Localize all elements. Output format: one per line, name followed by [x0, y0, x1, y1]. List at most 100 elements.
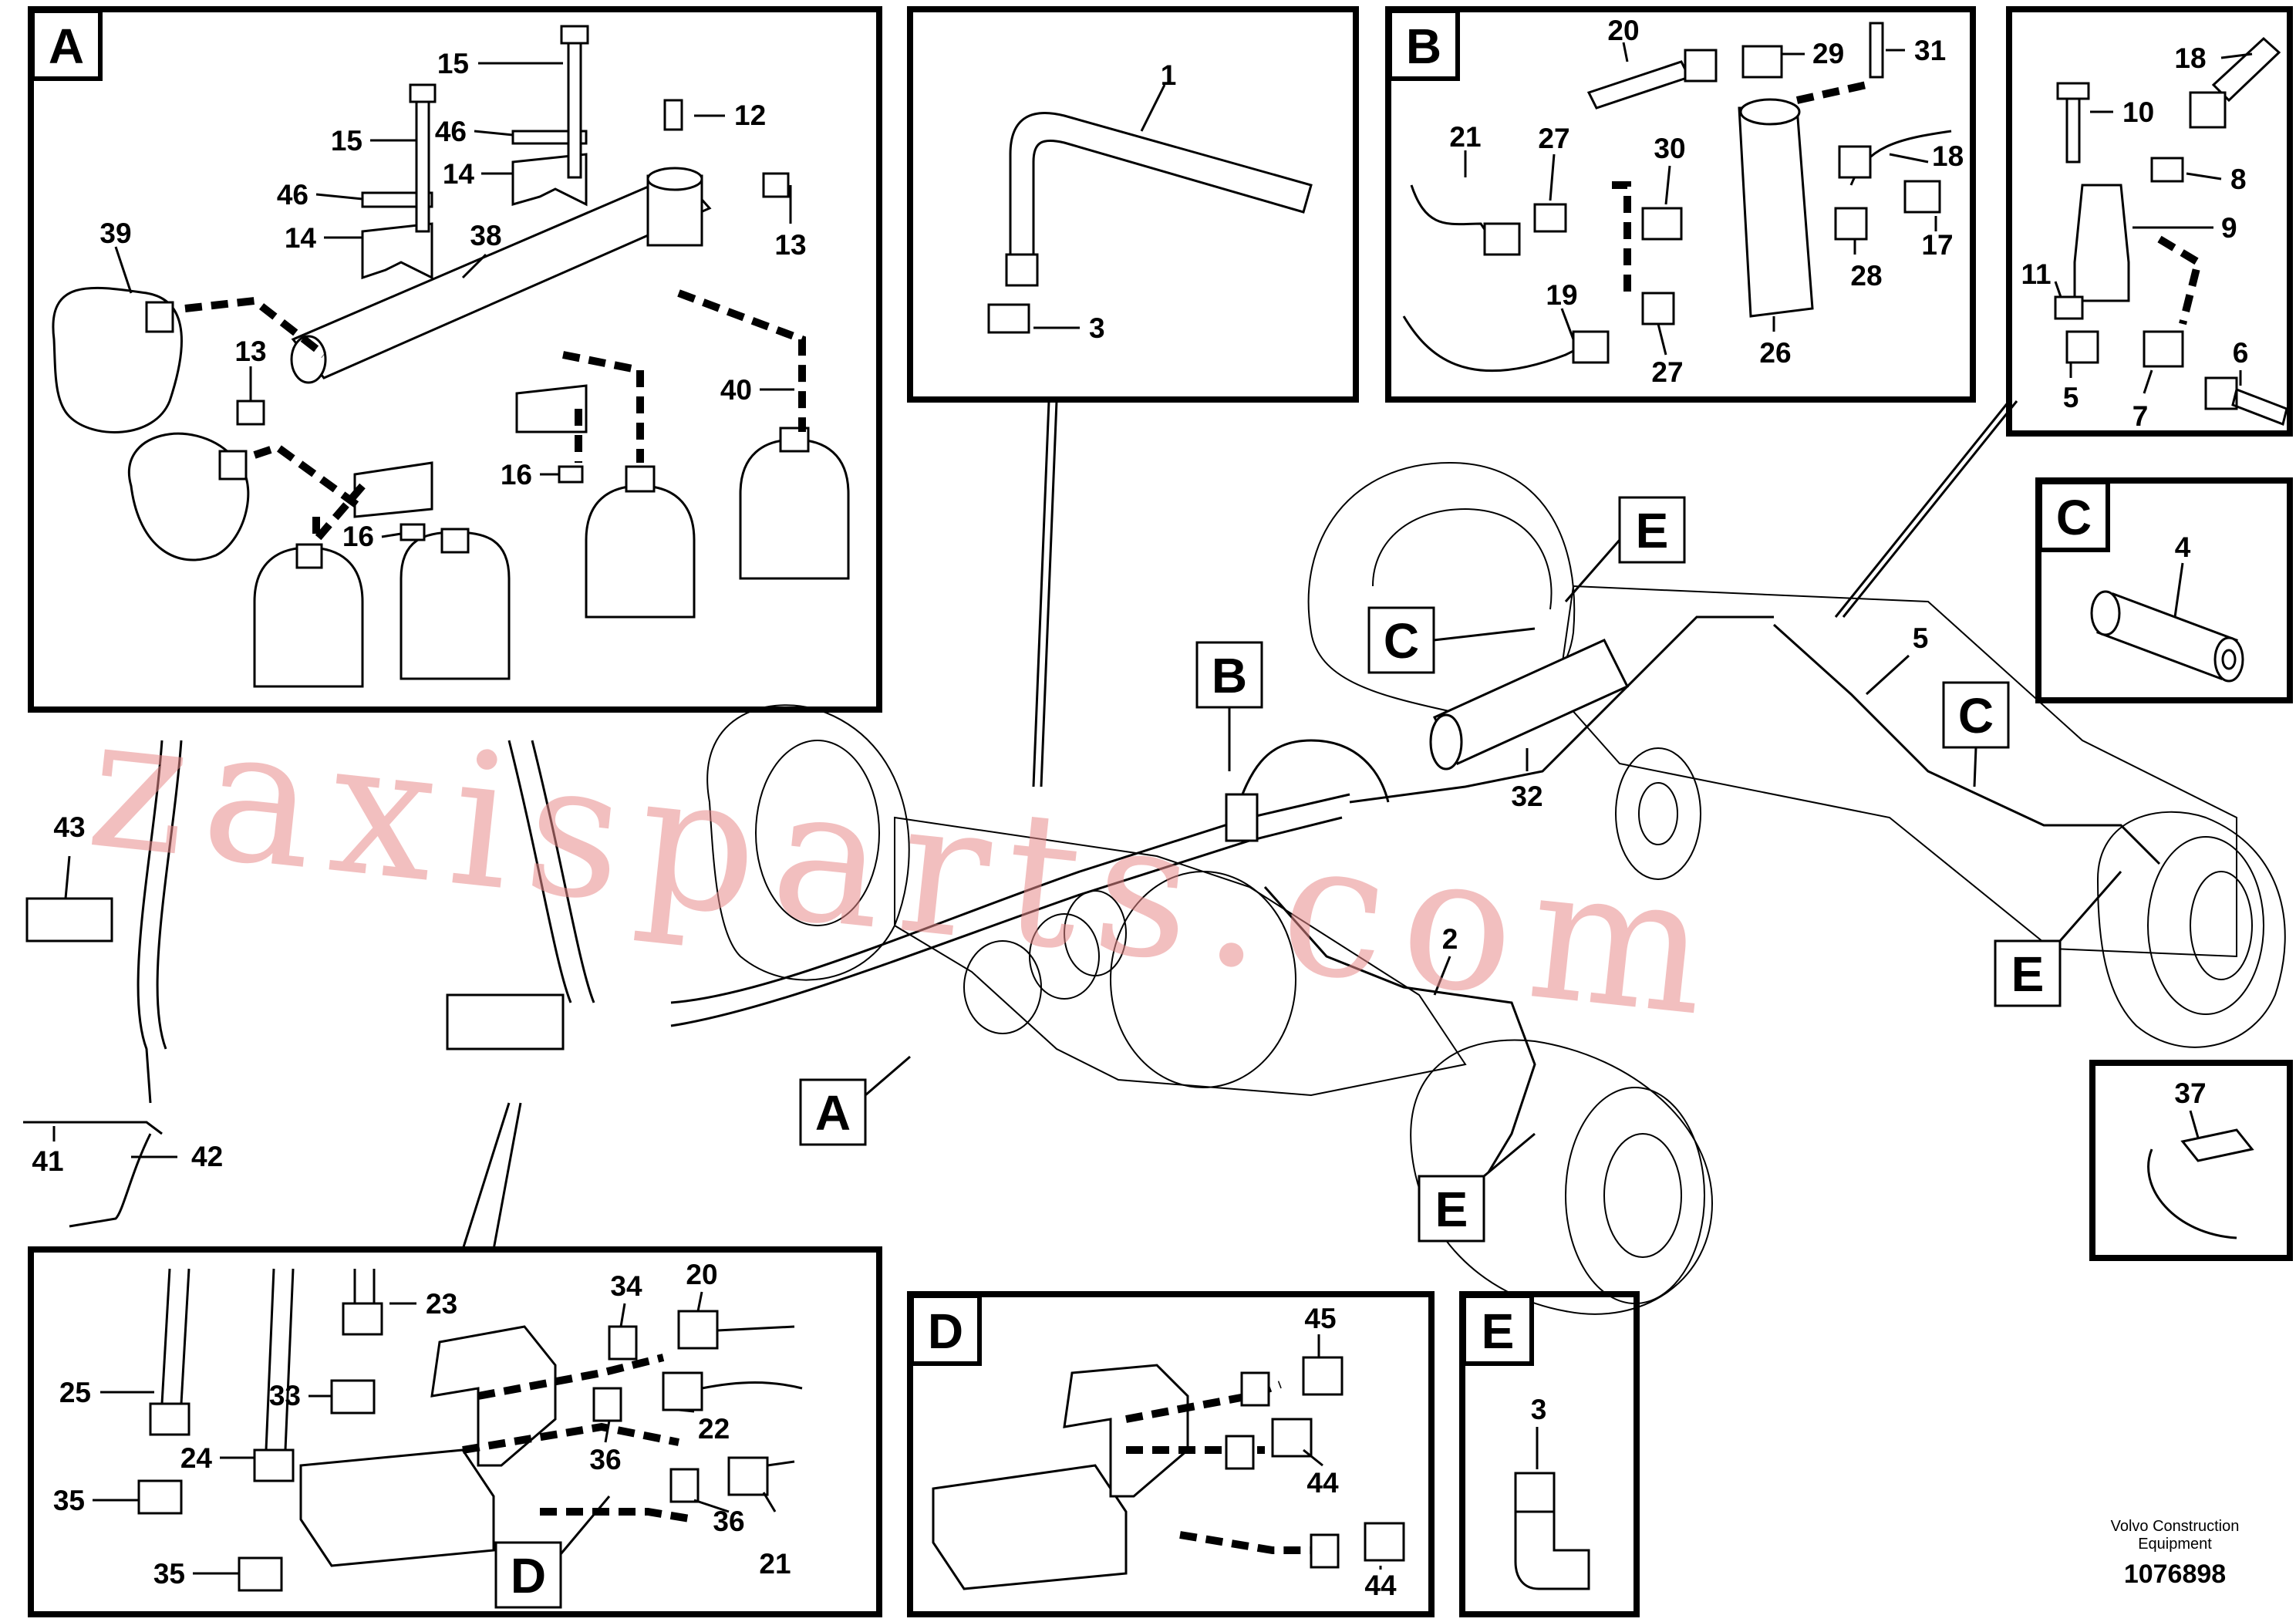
accumulator-6 [739, 438, 850, 580]
part-number-7: 7 [2132, 400, 2149, 432]
part-number-46: 46 [277, 179, 308, 211]
part-number-20: 20 [686, 1259, 717, 1290]
part-number-30: 30 [1654, 133, 1685, 164]
part-number-41: 41 [32, 1145, 63, 1177]
callout-d: D [511, 1548, 546, 1603]
part-number-18: 18 [1932, 140, 1964, 172]
callout-c: C [1958, 688, 1994, 744]
bracket-d [1063, 1364, 1189, 1498]
part-number-1: 1 [1161, 59, 1177, 91]
plug-44b [1364, 1522, 1405, 1562]
section-label-a: A [49, 19, 84, 74]
callout-b: B [1212, 648, 1247, 703]
hose-42 [69, 1133, 152, 1228]
part-number-31: 31 [1914, 35, 1946, 66]
adapter-21 [727, 1456, 769, 1496]
hose-18b [2211, 36, 2281, 103]
valve-block-d [932, 1464, 1128, 1590]
valve-b [1225, 793, 1259, 842]
tee-28 [1834, 207, 1868, 241]
part-number-35: 35 [53, 1485, 85, 1516]
part-number-40: 40 [720, 374, 752, 406]
nut-16b [400, 523, 426, 541]
part-number-3: 3 [1089, 312, 1105, 344]
detail-panel-d: D 45 44 44 [907, 1291, 1435, 1617]
part-number-38: 38 [470, 220, 501, 251]
nut-5 [2065, 330, 2099, 364]
axle-flange [1615, 747, 1701, 880]
fitting-17 [1903, 180, 1941, 214]
part-number-10: 10 [2122, 96, 2154, 128]
part-number-21: 21 [1449, 121, 1481, 153]
part-number-37: 37 [2174, 1077, 2206, 1109]
part-number-20: 20 [1607, 15, 1639, 46]
part-number-34: 34 [610, 1270, 642, 1302]
bolt-10 [2065, 91, 2081, 164]
washer-b [1225, 1435, 1255, 1470]
part-number-15: 15 [437, 48, 469, 79]
part-number-28: 28 [1850, 260, 1882, 292]
part-number-26: 26 [1759, 337, 1791, 369]
part-number-42: 42 [191, 1141, 223, 1172]
part-number-17: 17 [1921, 229, 1953, 261]
part-number-6: 6 [2233, 337, 2249, 369]
wheel-hub-rear-left [1307, 461, 1576, 715]
clip-37 [2147, 1148, 2237, 1239]
hose-25 [160, 1268, 171, 1404]
adapter-20 [677, 1310, 719, 1350]
nut-16 [558, 465, 584, 484]
part-number-4: 4 [2175, 531, 2191, 563]
wheel-hub-rear-right [2096, 811, 2286, 1048]
part-number-15: 15 [331, 125, 362, 157]
part-number-14: 14 [443, 158, 475, 190]
section-label-c: C [2056, 490, 2092, 545]
detail-panel-top-right: 18 10 8 9 11 5 7 6 [2006, 6, 2293, 437]
callout-c: C [1384, 613, 1419, 669]
part-number-39: 39 [99, 218, 131, 249]
part-number-25: 25 [59, 1377, 91, 1408]
part-number-22: 22 [698, 1413, 730, 1445]
elbow-35 [137, 1479, 183, 1515]
hose-41 [137, 740, 164, 1104]
front-axle-housing [894, 816, 1467, 1097]
part-number-16: 16 [342, 521, 374, 552]
valve-block-26 [1738, 106, 1814, 318]
part-number-2: 2 [1442, 923, 1458, 955]
bolt-31 [1869, 22, 1884, 79]
bolt-15b [567, 37, 582, 179]
accumulator-lower-left [128, 432, 250, 561]
callout-a: A [815, 1085, 851, 1141]
accumulator-4 [400, 531, 511, 680]
hose-41b [23, 1121, 163, 1135]
detail-panel-hose: 1 3 [907, 6, 1359, 403]
part-number-44: 44 [1364, 1570, 1397, 1601]
part-number-13: 13 [774, 229, 806, 261]
washer-8 [2150, 157, 2184, 183]
elbow-35b [238, 1556, 283, 1592]
bracket-9 [2073, 184, 2130, 302]
elbow-fitting-3 [1514, 1472, 1556, 1513]
callout-e: E [2011, 946, 2045, 1002]
hose-21 [1410, 184, 1498, 248]
part-number-11: 11 [2021, 258, 2051, 290]
bolt-15a [415, 91, 430, 233]
part-number-3: 3 [1531, 1394, 1547, 1425]
bleed-valve-12 [663, 99, 683, 131]
plug-44 [1271, 1418, 1313, 1458]
part-number-36: 36 [589, 1444, 621, 1475]
coupling-30 [1641, 207, 1683, 241]
accumulator-5 [585, 484, 696, 619]
clamp-14 [361, 222, 433, 280]
part-number-21: 21 [759, 1548, 791, 1580]
wheel-hub-front-right [1410, 1039, 1714, 1315]
adapter-27 [1533, 203, 1567, 233]
part-number-13: 13 [234, 336, 266, 367]
document-number: 1076898 [2124, 1560, 2226, 1589]
part-number-5: 5 [1913, 622, 1929, 654]
washer-36 [592, 1387, 622, 1422]
part-number-12: 12 [734, 99, 766, 131]
hose-20 [1586, 60, 1691, 110]
footer: Volvo Construction Equipment 1076898 [2111, 1518, 2240, 1589]
